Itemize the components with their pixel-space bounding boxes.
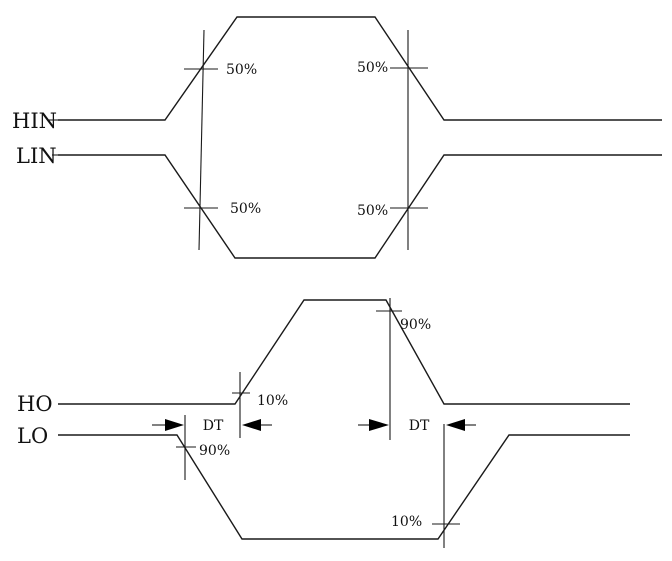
hin-rise-threshold-label: 50% <box>226 62 257 78</box>
hin-fall-threshold-label: 50% <box>357 60 388 76</box>
hin-waveform <box>58 16 662 121</box>
lo-waveform <box>58 434 630 540</box>
ho-fall-threshold-label: 90% <box>400 317 431 333</box>
lo-rise-threshold-label: 10% <box>391 514 422 530</box>
dead-time-label-1: DT <box>203 418 224 434</box>
lin-fall-threshold-label: 50% <box>230 201 261 217</box>
lin-rise-threshold-label: 50% <box>357 203 388 219</box>
dt1-arrow-right-head <box>242 419 261 431</box>
lo-label: LO <box>17 424 48 448</box>
hin-label: HIN <box>12 109 57 133</box>
ho-label: HO <box>17 392 53 416</box>
dt2-arrow-left-head <box>369 419 389 431</box>
input-waveforms <box>58 16 662 259</box>
dead-time-label-2: DT <box>409 418 430 434</box>
lin-label: LIN <box>16 144 57 168</box>
dt2-arrow-right-head <box>446 419 465 431</box>
lin-waveform <box>58 154 662 259</box>
lo-fall-threshold-label: 90% <box>199 443 230 459</box>
output-waveforms <box>58 298 630 548</box>
ho-waveform <box>58 299 630 405</box>
ho-rise-threshold-label: 10% <box>257 393 288 409</box>
input-ref-line-left <box>198 29 205 251</box>
dt1-arrow-left-head <box>165 419 184 431</box>
